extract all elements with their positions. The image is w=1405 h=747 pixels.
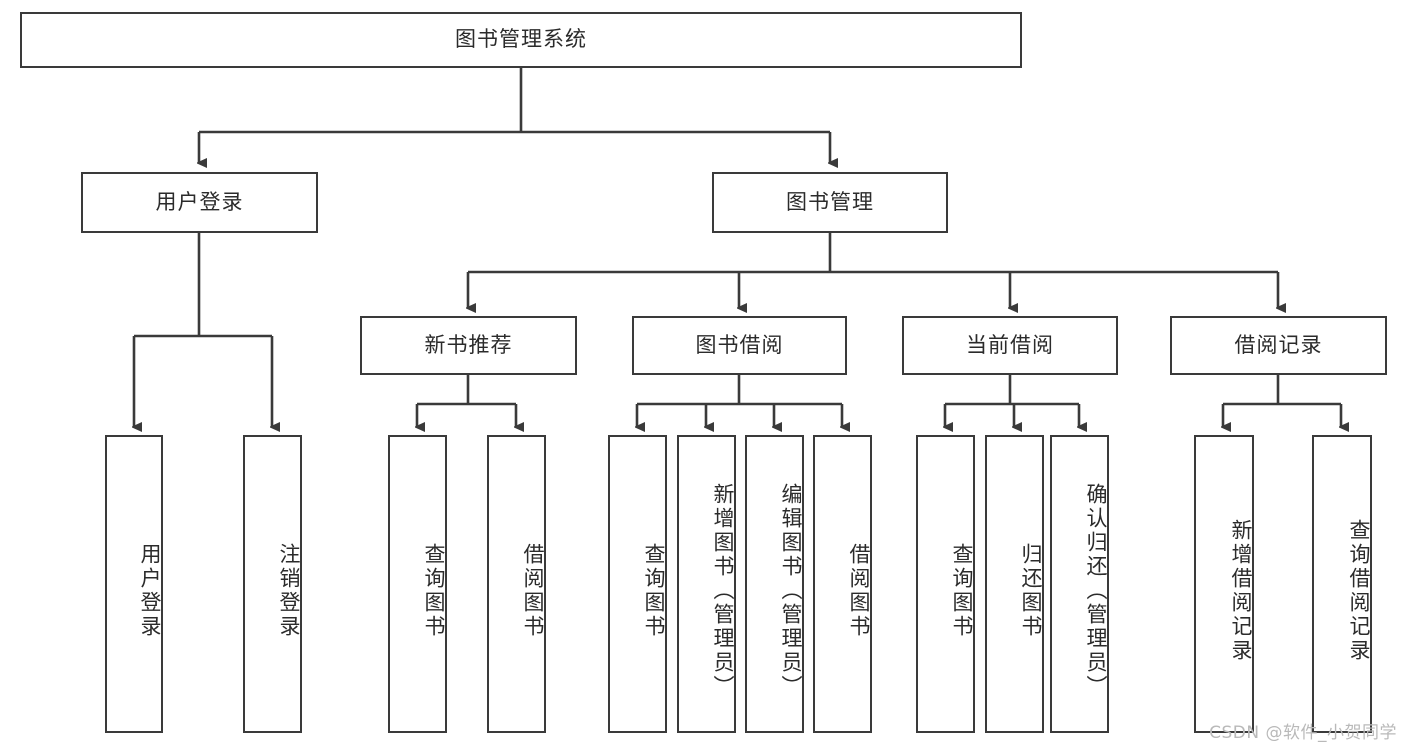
node-user-login-label: 用户登录: [155, 189, 244, 214]
node-new-book-rec[interactable]: 新书推荐: [360, 316, 577, 375]
node-current-borrow[interactable]: 当前借阅: [902, 316, 1118, 375]
node-new-book-rec-label: 新书推荐: [424, 332, 513, 357]
node-book-manage-label: 图书管理: [786, 189, 874, 214]
node-leaf-query-book-1[interactable]: 查询图书: [388, 435, 447, 733]
watermark: CSDN @软件_小贺同学: [1209, 723, 1397, 743]
node-leaf-return-book[interactable]: 归还图书: [985, 435, 1044, 733]
node-leaf-query-book-1-label: 查询图书: [422, 543, 446, 639]
node-leaf-add-record[interactable]: 新增借阅记录: [1194, 435, 1254, 733]
node-book-borrow[interactable]: 图书借阅: [632, 316, 847, 375]
node-book-borrow-label: 图书借阅: [695, 332, 784, 357]
node-leaf-add-book-label: 新增图书（管理员）: [711, 483, 735, 699]
node-leaf-add-record-label: 新增借阅记录: [1229, 519, 1253, 663]
node-borrow-record-label: 借阅记录: [1234, 332, 1323, 357]
node-borrow-record[interactable]: 借阅记录: [1170, 316, 1387, 375]
node-leaf-user-login[interactable]: 用户登录: [105, 435, 163, 733]
node-leaf-add-book[interactable]: 新增图书（管理员）: [677, 435, 736, 733]
node-root[interactable]: 图书管理系统: [20, 12, 1022, 68]
node-book-manage[interactable]: 图书管理: [712, 172, 948, 233]
node-leaf-borrow-book-2-label: 借阅图书: [847, 543, 871, 639]
node-leaf-query-book-3[interactable]: 查询图书: [916, 435, 975, 733]
node-user-login[interactable]: 用户登录: [81, 172, 318, 233]
node-leaf-logout-label: 注销登录: [277, 543, 301, 639]
node-leaf-query-book-2-label: 查询图书: [642, 543, 666, 639]
node-leaf-confirm-return-label: 确认归还（管理员）: [1084, 483, 1108, 699]
node-leaf-return-book-label: 归还图书: [1019, 543, 1043, 639]
node-leaf-query-book-3-label: 查询图书: [950, 543, 974, 639]
node-leaf-borrow-book-1[interactable]: 借阅图书: [487, 435, 546, 733]
node-leaf-query-record[interactable]: 查询借阅记录: [1312, 435, 1372, 733]
node-leaf-confirm-return[interactable]: 确认归还（管理员）: [1050, 435, 1109, 733]
node-leaf-logout[interactable]: 注销登录: [243, 435, 302, 733]
node-leaf-user-login-label: 用户登录: [138, 543, 162, 639]
node-leaf-edit-book[interactable]: 编辑图书（管理员）: [745, 435, 804, 733]
node-leaf-query-book-2[interactable]: 查询图书: [608, 435, 667, 733]
node-leaf-query-record-label: 查询借阅记录: [1347, 519, 1371, 663]
node-leaf-edit-book-label: 编辑图书（管理员）: [779, 483, 803, 699]
node-root-label: 图书管理系统: [455, 27, 587, 52]
node-leaf-borrow-book-2[interactable]: 借阅图书: [813, 435, 872, 733]
node-leaf-borrow-book-1-label: 借阅图书: [521, 543, 545, 639]
node-current-borrow-label: 当前借阅: [966, 332, 1054, 357]
